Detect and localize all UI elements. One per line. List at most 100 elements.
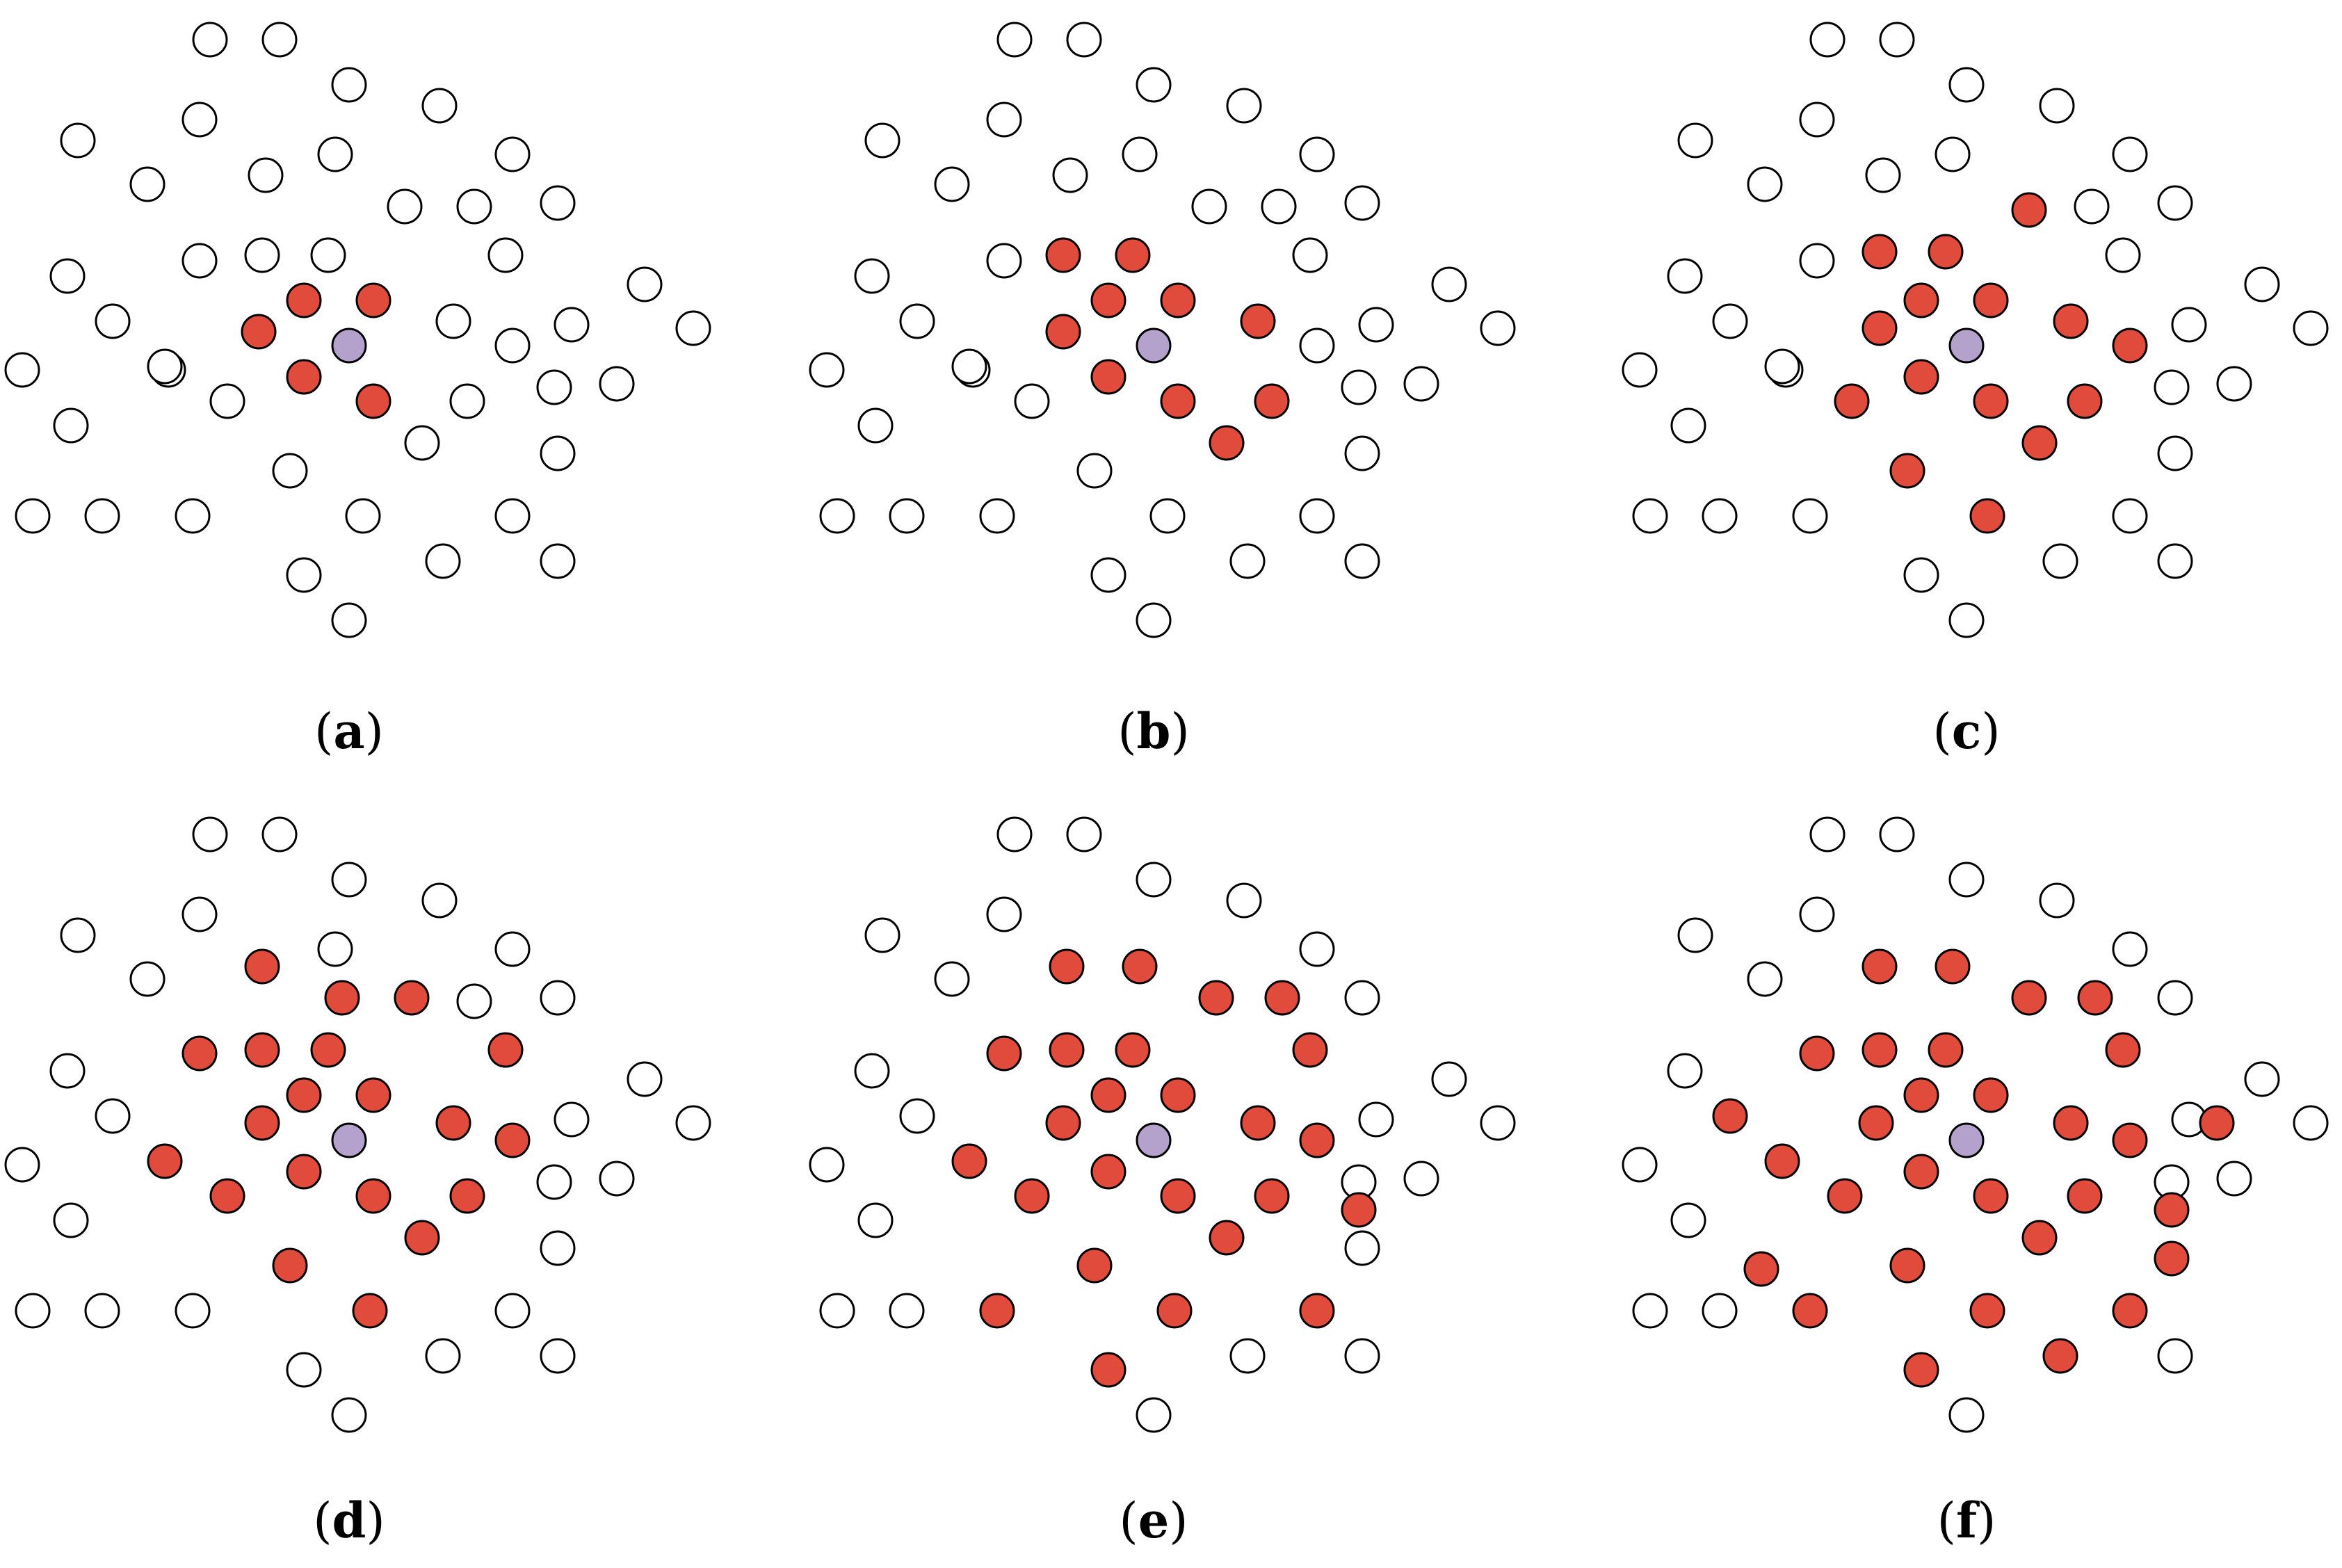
- node-unselected: [2157, 1338, 2193, 1374]
- node-selected: [355, 383, 391, 419]
- panel-f: (f): [1562, 789, 2342, 1568]
- node-unselected: [425, 1338, 461, 1374]
- node-unselected: [599, 366, 635, 402]
- node-selected: [1090, 359, 1126, 395]
- node-selected: [979, 1293, 1015, 1329]
- node-unselected: [1149, 498, 1186, 534]
- node-selected: [986, 1035, 1022, 1072]
- node-unselected: [494, 931, 531, 967]
- node-selected: [1292, 1032, 1328, 1068]
- node-unselected: [996, 816, 1033, 852]
- node-selected: [355, 1178, 391, 1214]
- node-selected: [1090, 1154, 1126, 1190]
- node-selected: [1209, 1220, 1245, 1256]
- node-unselected: [1261, 188, 1297, 225]
- node-selected: [1090, 1352, 1126, 1388]
- node-unselected: [181, 102, 218, 138]
- node-selected: [1903, 359, 1939, 395]
- node-selected: [1712, 1098, 1748, 1134]
- node-selected: [324, 980, 360, 1016]
- node-selected: [1973, 1178, 2009, 1214]
- node-selected: [494, 1122, 531, 1158]
- node-selected: [1090, 282, 1126, 318]
- node-unselected: [1809, 22, 1846, 58]
- node-unselected: [899, 303, 935, 339]
- node-unselected: [540, 1230, 576, 1266]
- node-unselected: [244, 237, 280, 273]
- node-unselected: [53, 407, 89, 444]
- node-unselected: [1431, 1061, 1467, 1097]
- node-selected: [1045, 314, 1081, 350]
- node-selected: [1254, 1178, 1290, 1214]
- node-selected: [2112, 1293, 2148, 1329]
- node-unselected: [1358, 1101, 1394, 1138]
- node-selected: [1903, 1077, 1939, 1113]
- panel-caption: (a): [314, 702, 384, 760]
- node-unselected: [1948, 1397, 1985, 1433]
- node-unselected: [1632, 1293, 1668, 1329]
- node-selected: [1969, 1293, 2005, 1329]
- node-selected: [2021, 425, 2058, 461]
- node-unselected: [181, 896, 218, 932]
- node-selected: [1160, 1077, 1196, 1113]
- node-unselected: [979, 498, 1015, 534]
- node-unselected: [1090, 557, 1126, 593]
- node-selected: [1889, 1247, 1925, 1284]
- node-unselected: [317, 136, 353, 172]
- node-selected: [1862, 1032, 1898, 1068]
- node-unselected: [2154, 369, 2190, 405]
- node-unselected: [387, 188, 423, 225]
- node-unselected: [1799, 243, 1835, 279]
- node-unselected: [2157, 435, 2193, 471]
- node-unselected: [95, 1098, 131, 1134]
- node-selected: [2067, 383, 2103, 419]
- node-selected: [244, 948, 280, 985]
- node-selected: [352, 1293, 388, 1329]
- node-unselected: [1076, 453, 1113, 489]
- node-unselected: [1632, 498, 1668, 534]
- node-unselected: [1809, 816, 1846, 852]
- node-selected: [1160, 383, 1196, 419]
- node-unselected: [1622, 1147, 1658, 1183]
- node-selected: [272, 1247, 308, 1284]
- node-field-f: [1622, 816, 2329, 1433]
- node-selected: [286, 1154, 322, 1190]
- node-selected: [286, 282, 322, 318]
- node-unselected: [1344, 185, 1380, 221]
- node-selected: [2067, 1178, 2103, 1214]
- node-unselected: [15, 498, 51, 534]
- node-unselected: [456, 188, 492, 225]
- node-field-a: [4, 22, 711, 638]
- node-unselected: [261, 22, 298, 58]
- node-selected: [181, 1035, 218, 1072]
- node-unselected: [2112, 931, 2148, 967]
- node-unselected: [996, 22, 1033, 58]
- node-unselected: [1344, 435, 1380, 471]
- node-unselected: [1299, 931, 1335, 967]
- node-selected: [1862, 310, 1898, 346]
- node-selected: [1903, 1154, 1939, 1190]
- node-unselected: [1066, 816, 1102, 852]
- node-unselected: [1122, 136, 1158, 172]
- node-selected: [1115, 1032, 1151, 1068]
- node-selected: [1935, 948, 1971, 985]
- node-unselected: [675, 1105, 711, 1141]
- node-unselected: [1480, 1105, 1516, 1141]
- node-unselected: [1344, 980, 1380, 1016]
- node-selected: [1862, 948, 1898, 985]
- node-unselected: [84, 1293, 120, 1329]
- node-unselected: [1344, 543, 1380, 579]
- node-unselected: [2216, 1161, 2252, 1197]
- node-center: [1136, 328, 1172, 364]
- panel-caption: (e): [1119, 1492, 1188, 1549]
- node-selected: [1049, 948, 1085, 985]
- panel-c: (c): [1562, 0, 2342, 779]
- node-unselected: [1865, 157, 1901, 193]
- node-unselected: [331, 67, 367, 103]
- node-unselected: [435, 303, 471, 339]
- node-selected: [1903, 282, 1939, 318]
- node-center: [331, 328, 367, 364]
- node-selected: [1792, 1293, 1828, 1329]
- node-unselected: [425, 543, 461, 579]
- node-selected: [394, 980, 430, 1016]
